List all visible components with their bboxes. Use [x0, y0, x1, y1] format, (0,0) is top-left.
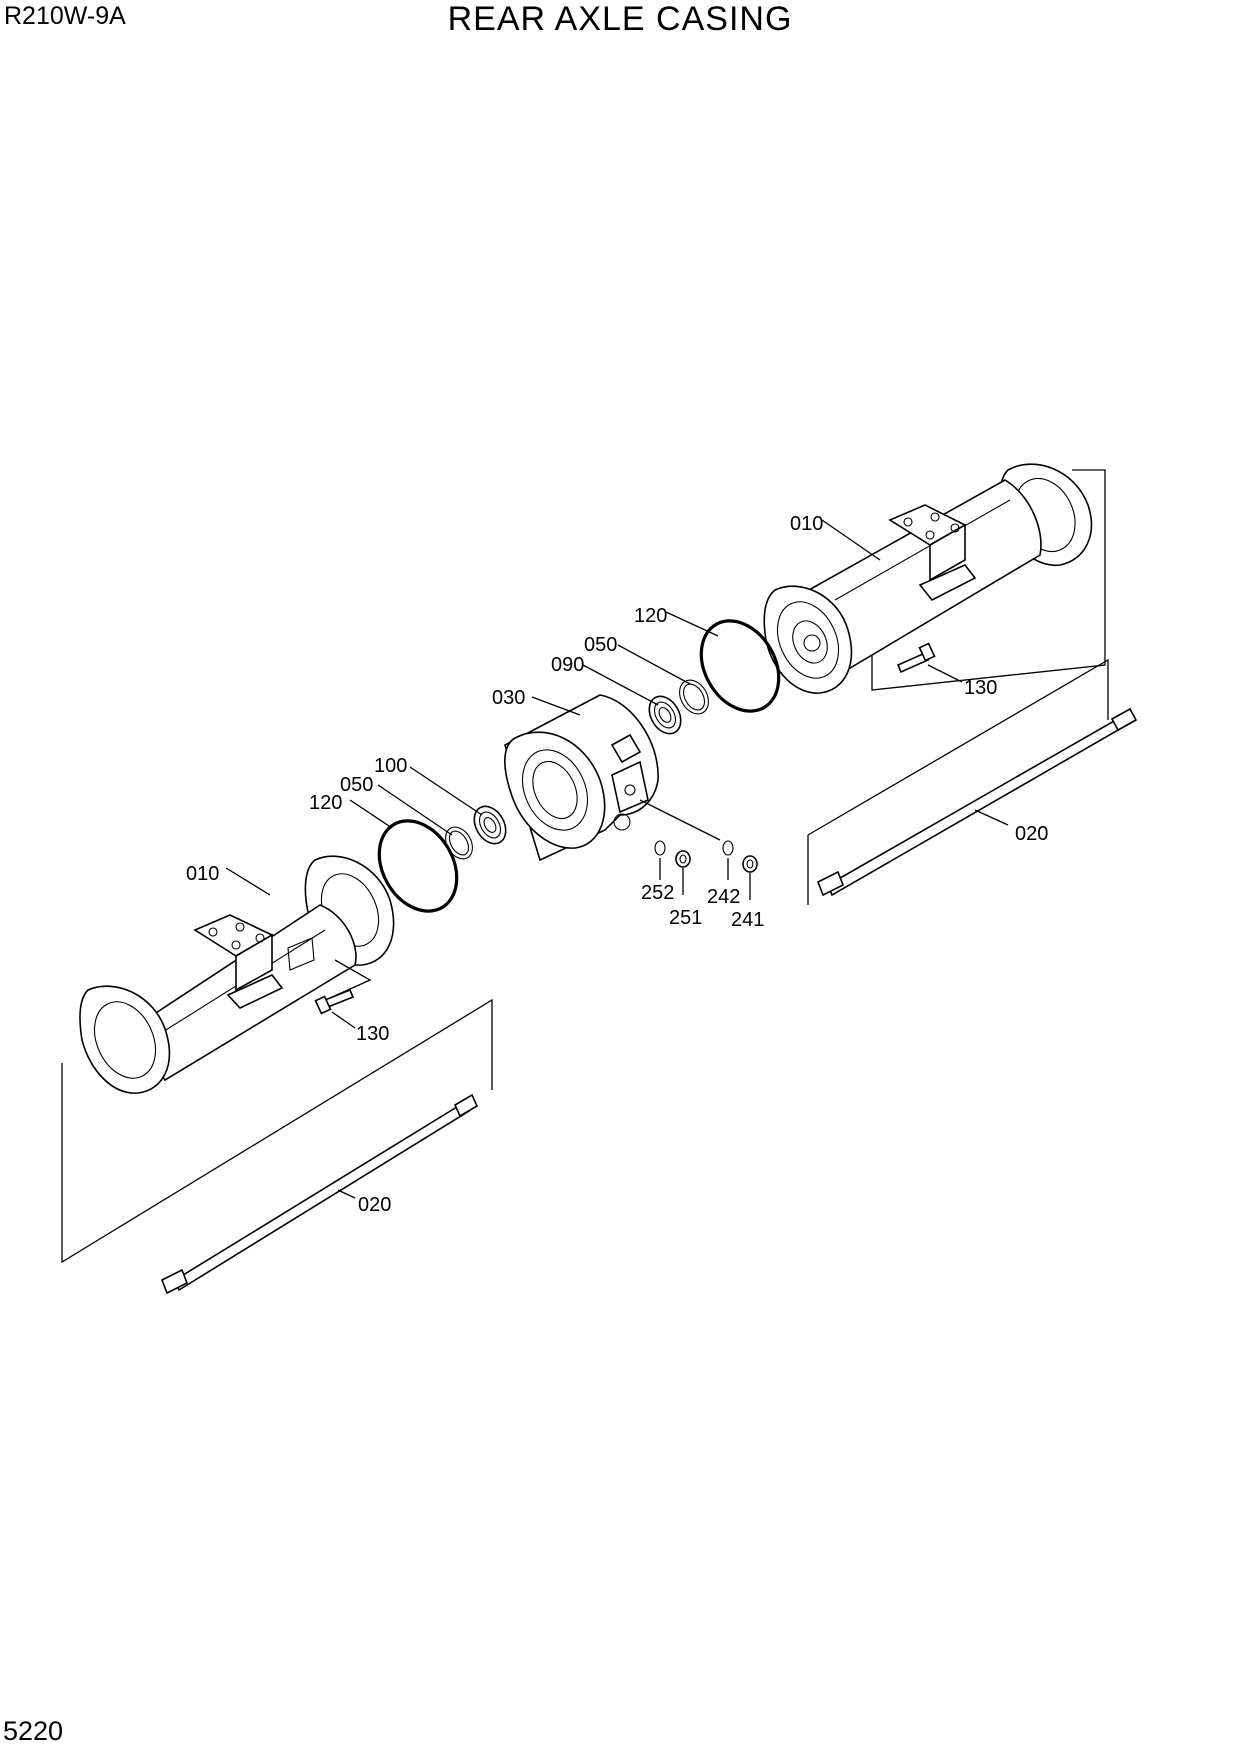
- callout-020-left: 020: [358, 1194, 391, 1216]
- page-number: 5220: [3, 1716, 64, 1746]
- callout-241: 241: [731, 909, 764, 931]
- o-ring-252: [654, 840, 666, 856]
- callout-050-right: 050: [584, 634, 617, 656]
- bearing-100: [473, 805, 507, 845]
- callout-120-left: 120: [309, 792, 342, 814]
- callout-252: 252: [641, 882, 674, 904]
- callout-130-right: 130: [964, 677, 997, 699]
- axle-shaft-020-left: [160, 1093, 479, 1295]
- callout-010-right: 010: [790, 513, 823, 535]
- plug-241: [742, 855, 758, 873]
- bolt-130-left: [314, 988, 355, 1015]
- callout-120-right: 120: [634, 605, 667, 627]
- model-number: R210W-9A: [4, 2, 126, 30]
- callout-130-left: 130: [356, 1023, 389, 1045]
- callout-050-left: 050: [340, 774, 373, 796]
- axle-housing-right: [763, 463, 1093, 694]
- callout-030: 030: [492, 687, 525, 709]
- o-ring-120-right: [699, 619, 781, 713]
- callout-010-left: 010: [186, 863, 219, 885]
- o-ring-242: [722, 840, 734, 856]
- o-ring-120-left: [377, 819, 459, 913]
- plug-251: [675, 850, 691, 868]
- callout-090: 090: [551, 654, 584, 676]
- differential-carrier-030: [504, 694, 659, 862]
- bearing-090: [648, 695, 682, 735]
- page-title: REAR AXLE CASING: [447, 0, 793, 38]
- bolt-130-right: [896, 642, 936, 674]
- callout-100: 100: [374, 755, 407, 777]
- axle-shaft-020-right: [816, 707, 1138, 897]
- axle-housing-left: [79, 855, 395, 1094]
- callout-242: 242: [707, 886, 740, 908]
- callout-251: 251: [669, 907, 702, 929]
- callout-020-right: 020: [1015, 823, 1048, 845]
